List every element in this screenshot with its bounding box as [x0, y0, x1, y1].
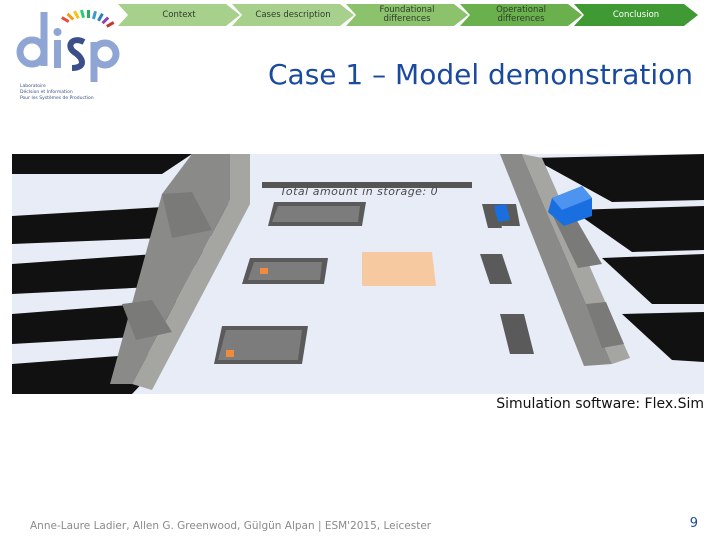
- page-number: 9: [689, 516, 698, 531]
- blue-crates: [494, 186, 592, 226]
- disp-logo: [16, 9, 120, 82]
- footer-authors: Anne-Laure Ladier, Allen G. Greenwood, G…: [30, 520, 432, 532]
- storage-counter-bar: [262, 182, 472, 188]
- staging-area: [362, 252, 436, 286]
- nav-item-context[interactable]: Context: [118, 4, 240, 26]
- right-dock-lanes: [532, 154, 704, 362]
- nav-item-foundational-differences[interactable]: Foundational differences: [346, 4, 468, 26]
- simulation-caption: Simulation software: Flex.Sim: [496, 396, 704, 412]
- simulation-scene: [12, 154, 704, 394]
- section-nav: Context Cases description Foundational d…: [118, 4, 698, 26]
- nav-item-label: Context: [162, 9, 196, 20]
- nav-item-label: Operational differences: [496, 5, 546, 24]
- slide-title: Case 1 – Model demonstration: [268, 58, 694, 91]
- right-shelf-wall: [500, 154, 630, 366]
- storage-bays: [214, 202, 366, 364]
- item-box: [260, 268, 268, 274]
- logo-arc-dots: [61, 9, 115, 28]
- storage-counter-label: Total amount in storage: 0: [280, 185, 439, 198]
- logo-subtitle: Laboratoire DécIsion et Information Pour…: [20, 84, 94, 102]
- logo-subtitle-line: Pour les Systèmes de Production: [20, 96, 94, 101]
- left-shelf-wall: [110, 154, 250, 390]
- nav-item-cases-description[interactable]: Cases description: [232, 4, 354, 26]
- nav-item-label: Conclusion: [612, 9, 660, 20]
- nav-item-label: Foundational differences: [379, 5, 435, 24]
- logo-subtitle-line: DécIsion et Information: [20, 90, 73, 95]
- nav-item-conclusion[interactable]: Conclusion: [574, 4, 698, 26]
- item-box: [226, 350, 234, 357]
- logo-subtitle-line: Laboratoire: [20, 84, 46, 89]
- nav-item-operational-differences[interactable]: Operational differences: [460, 4, 582, 26]
- nav-item-label: Cases description: [255, 9, 331, 20]
- simulation-viewport[interactable]: Total amount in storage: 0: [12, 154, 704, 394]
